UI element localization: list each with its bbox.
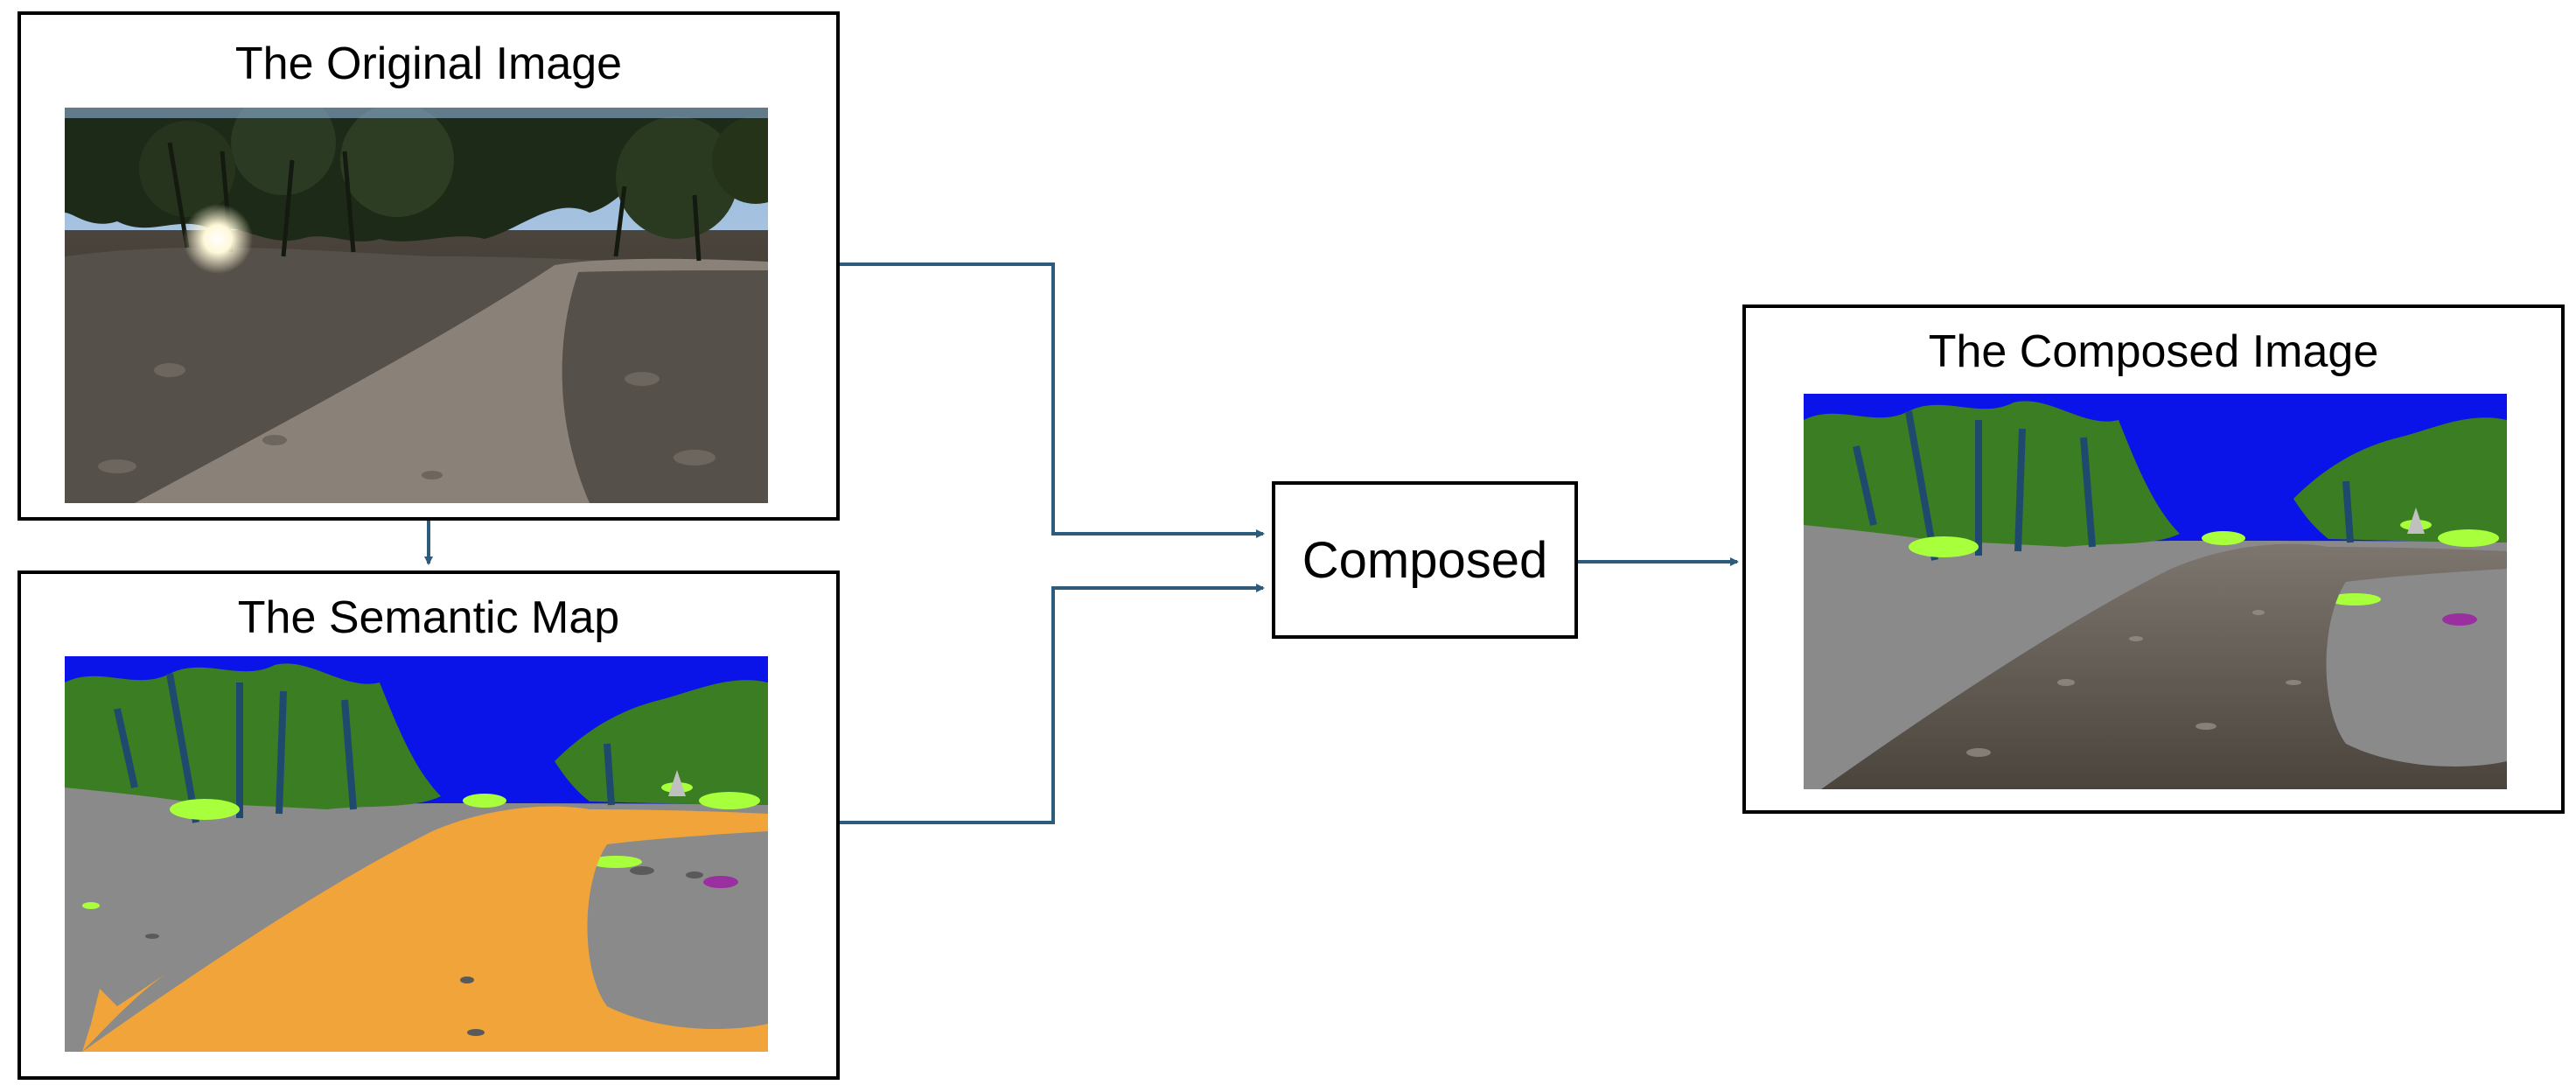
arrow-right-icon [838, 262, 1265, 538]
original-photo [65, 108, 768, 503]
semantic-map-image [65, 656, 768, 1052]
semantic-map-panel: The Semantic Map [17, 570, 840, 1080]
composed-node: Composed [1272, 481, 1578, 639]
semantic-map-title: The Semantic Map [237, 592, 620, 643]
composed-image [1804, 394, 2507, 789]
arrow-right-icon [838, 584, 1265, 824]
composed-image-title: The Composed Image [1928, 326, 2379, 377]
composed-node-label: Composed [1302, 532, 1548, 589]
original-image-title: The Original Image [234, 38, 623, 89]
composed-image-panel: The Composed Image [1742, 304, 2565, 814]
original-image-panel: The Original Image [17, 11, 840, 521]
